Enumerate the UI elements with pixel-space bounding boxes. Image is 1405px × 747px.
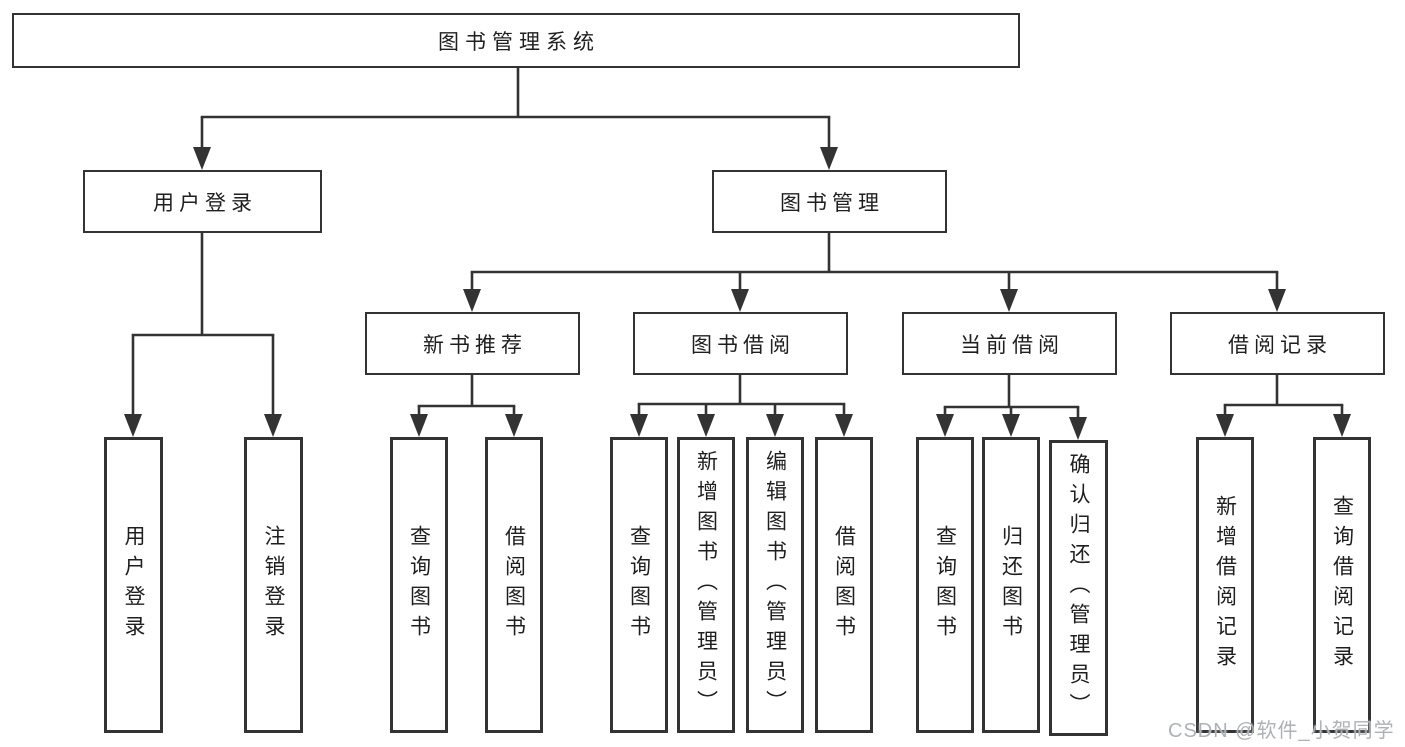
leaf-logout: 注销登录	[244, 437, 303, 733]
node-borrow-records: 借阅记录	[1170, 312, 1385, 375]
leaf-query-books-recommend: 查询图书	[390, 437, 448, 733]
csdn-watermark: CSDN @软件_小贺同学	[1168, 720, 1395, 742]
leaf-borrow-books: 借阅图书	[815, 437, 873, 733]
leaf-query-books-borrow: 查询图书	[610, 437, 668, 733]
leaf-confirm-return-admin: 确认归还（管理员）	[1049, 440, 1108, 736]
leaf-query-books-current: 查询图书	[916, 437, 974, 733]
leaf-borrow-books-recommend: 借阅图书	[485, 437, 543, 733]
node-user-login: 用户登录	[83, 170, 322, 233]
node-book-management: 图书管理	[712, 170, 947, 233]
node-library-system: 图书管理系统	[12, 13, 1020, 68]
leaf-edit-books-admin: 编辑图书（管理员）	[746, 437, 804, 733]
node-book-borrow: 图书借阅	[633, 312, 848, 375]
leaf-return-books: 归还图书	[982, 437, 1040, 733]
leaf-add-borrow-record: 新增借阅记录	[1196, 437, 1254, 733]
leaf-user-login: 用户登录	[104, 437, 163, 733]
node-new-book-recommend: 新书推荐	[365, 312, 580, 375]
node-current-borrow: 当前借阅	[902, 312, 1117, 375]
leaf-query-borrow-record: 查询借阅记录	[1313, 437, 1371, 733]
leaf-add-books-admin: 新增图书（管理员）	[677, 437, 735, 733]
